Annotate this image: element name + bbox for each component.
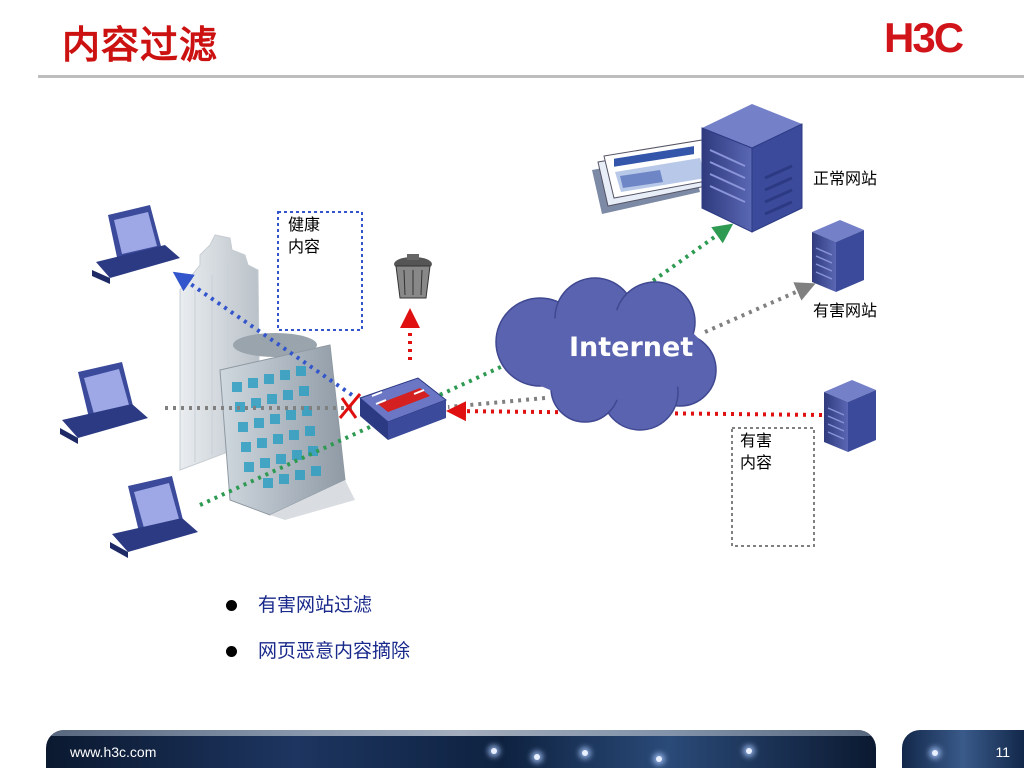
sparkle-decoration: [491, 748, 497, 754]
normal-site-server: [701, 104, 803, 233]
title-divider: [38, 75, 1024, 78]
footer-url: www.h3c.com: [70, 744, 157, 760]
client-computer-top: [92, 205, 180, 284]
healthy-content-label-line1: 健康: [288, 215, 321, 234]
harmful-content-label-line2: 内容: [740, 453, 773, 472]
sparkle-decoration: [656, 756, 662, 762]
normal-site-label: 正常网站: [813, 169, 877, 188]
footer-page-box: 11: [902, 730, 1024, 768]
healthy-flow-to-normal-site: [638, 223, 734, 292]
bullet-list: 有害网站过滤 网页恶意内容摘除: [226, 590, 410, 682]
sparkle-decoration: [582, 750, 588, 756]
bullet-text: 有害网站过滤: [258, 594, 373, 616]
bullet-item: 网页恶意内容摘除: [226, 636, 410, 682]
bullet-dot-icon: [226, 600, 237, 611]
harmful-site-label: 有害网站: [813, 301, 877, 320]
harmful-content-label: 有害 内容: [740, 430, 772, 474]
bullet-item: 有害网站过滤: [226, 590, 410, 636]
harmful-content-label-line1: 有害: [740, 431, 773, 450]
healthy-content-label: 健康 内容: [288, 214, 320, 258]
client-computer-middle: [60, 362, 148, 444]
footer-bar: www.h3c.com: [46, 730, 876, 768]
office-building-front: [219, 333, 355, 520]
sparkle-decoration: [746, 748, 752, 754]
trash-can-icon: [394, 254, 432, 299]
content-filter-diagram: Internet: [60, 104, 877, 558]
sparkle-decoration: [534, 754, 540, 760]
harmful-content-box: [731, 427, 815, 547]
content-filter-device-icon: [359, 377, 448, 440]
block-x-icon: [338, 393, 362, 419]
flow-to-harmful-site: [704, 282, 816, 334]
slide-title: 内容过滤: [62, 23, 219, 67]
healthy-content-label-line2: 内容: [288, 237, 321, 256]
internet-cloud: [495, 277, 717, 431]
h3c-logo: H3C: [884, 14, 964, 61]
footer-highlight: [46, 730, 876, 736]
page-number: 11: [995, 744, 1010, 760]
client-computer-bottom: [110, 476, 198, 558]
healthy-content-box: [277, 211, 363, 331]
bullet-text: 网页恶意内容摘除: [258, 640, 411, 662]
web-page-stack-icon: [592, 139, 713, 214]
flow-from-internet-to-device: [447, 396, 546, 409]
harmful-content-server: [824, 380, 876, 452]
harmful-site-server: [812, 220, 864, 292]
filtered-flow-to-client: [172, 271, 354, 397]
sparkle-decoration: [932, 750, 938, 756]
bullet-dot-icon: [226, 646, 237, 657]
internet-label: Internet: [569, 332, 693, 363]
